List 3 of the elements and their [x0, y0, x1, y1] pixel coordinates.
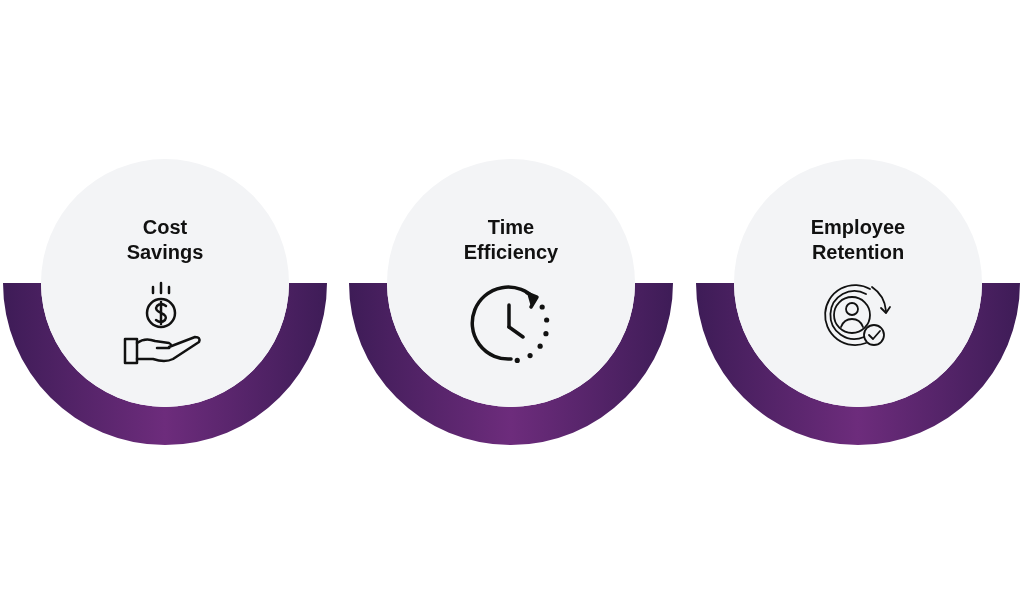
node-title: Time Efficiency: [462, 215, 560, 265]
node-title: Cost Savings: [125, 215, 205, 265]
node-title: Employee Retention: [809, 215, 907, 265]
